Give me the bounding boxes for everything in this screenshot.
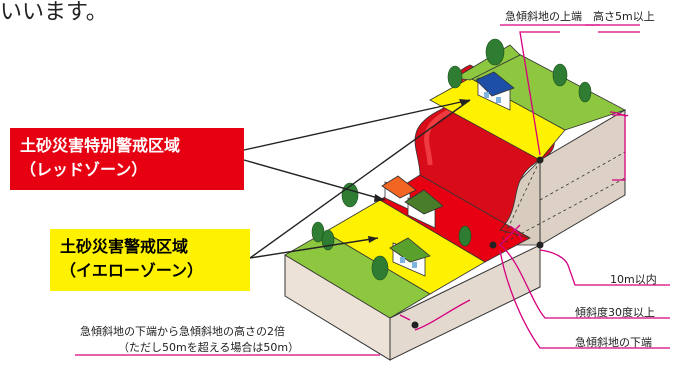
leader-lines: [399, 31, 670, 349]
intro-text-fragment: いいます。: [0, 0, 108, 25]
bottom-of-slope-label: 急傾斜地の下端: [575, 336, 652, 349]
top-of-slope-label: 急傾斜地の上端: [505, 10, 582, 23]
arrow-heads: [368, 99, 470, 243]
yellow-zone-label: 土砂災害警戒区域 （イエローゾーン）: [50, 229, 250, 291]
house-bottom-icon: [389, 237, 431, 277]
twice-height-label-line1: 急傾斜地の下端から急傾斜地の高さの2倍: [80, 325, 285, 338]
height-over-5m-label: 高さ5m以上: [593, 10, 655, 23]
red-zone-label: 土砂災害特別警戒区域 （レッドゾーン）: [10, 128, 244, 190]
label-pointer-arrows: [243, 99, 471, 259]
house-green-roof-icon: [404, 189, 444, 229]
annotation-underlines: [75, 24, 640, 356]
marker-dots: [411, 156, 544, 329]
within-10m-label: 10m以内: [610, 273, 657, 286]
yellow-zone-title: 土砂災害警戒区域: [60, 237, 189, 256]
tree-icons: [311, 38, 592, 281]
house-orange-roof-icon: [381, 175, 417, 211]
house-top-icon: [475, 71, 515, 111]
angle-arc: [509, 225, 523, 243]
slope-over-30deg-label: 傾斜度30度以上: [575, 306, 655, 319]
red-zone-title: 土砂災害特別警戒区域: [20, 136, 181, 155]
yellow-zone-subtitle: （イエローゾーン）: [60, 261, 204, 280]
twice-height-label-line2: （ただし50mを超える場合は50m）: [118, 341, 300, 354]
dashed-slope-line: [499, 159, 541, 246]
red-zone-subtitle: （レッドゾーン）: [20, 160, 148, 179]
dashed-height-line: [539, 151, 626, 201]
